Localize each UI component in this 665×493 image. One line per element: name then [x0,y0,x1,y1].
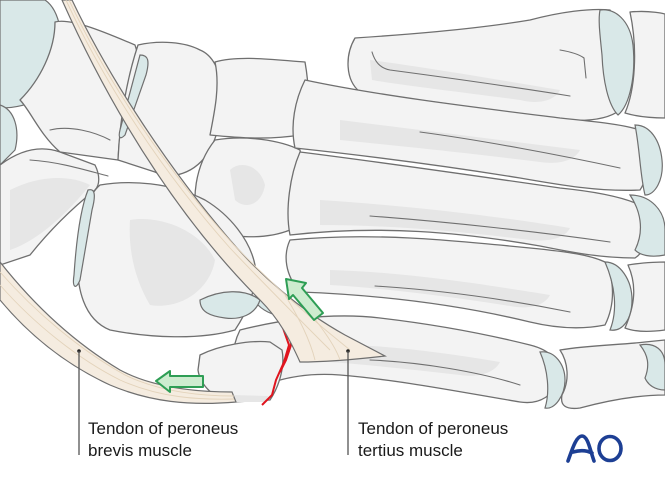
label-line: Tendon of peroneus [88,419,239,438]
label-peroneus-tertius-tendon: Tendon of peroneus tertius muscle [358,418,508,462]
label-line: brevis muscle [88,441,192,460]
hindfoot-bones [0,0,139,266]
label-peroneus-brevis-tendon: Tendon of peroneus brevis muscle [88,418,238,462]
label-line: tertius muscle [358,441,463,460]
brevis-pull-arrow [155,370,204,393]
label-line: Tendon of peroneus [358,419,509,438]
peroneus-tertius-tendon [61,0,388,363]
leader-lines [77,349,350,455]
tertius-pull-arrow [285,278,324,321]
peroneus-brevis-tendon [0,261,237,405]
ao-logo-icon [566,434,623,463]
